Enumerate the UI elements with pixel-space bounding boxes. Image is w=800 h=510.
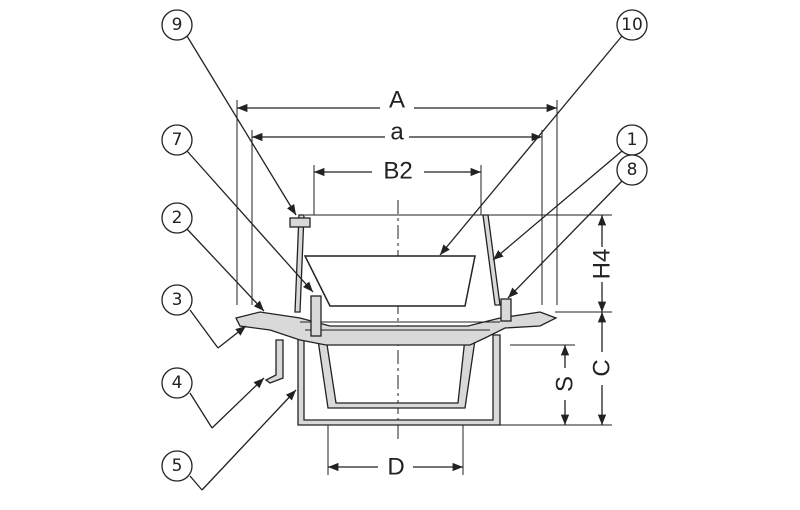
right-clamp-rod <box>482 214 501 306</box>
left-clamp-rod <box>294 214 305 313</box>
callout-9: 9 <box>161 9 193 41</box>
svg-text:3: 3 <box>172 290 183 310</box>
leader-lines <box>186 35 623 491</box>
dim-label-a: a <box>390 119 404 146</box>
dim-label-A: A <box>389 87 405 114</box>
callout-1: 1 <box>616 124 648 156</box>
dim-label-S: S <box>552 376 579 392</box>
svg-text:10: 10 <box>621 15 643 35</box>
dim-label-D: D <box>387 454 404 481</box>
callout-4: 4 <box>161 367 193 399</box>
svg-text:2: 2 <box>172 208 183 228</box>
svg-text:8: 8 <box>627 160 638 180</box>
bolt-8 <box>500 298 512 322</box>
callout-8: 8 <box>616 154 648 186</box>
dim-label-H4: H4 <box>589 249 616 280</box>
callout-5: 5 <box>161 450 193 482</box>
dim-label-C: C <box>589 359 616 376</box>
callout-7: 7 <box>161 124 193 156</box>
bolt-7 <box>310 295 322 337</box>
callout-10: 10 <box>616 9 648 41</box>
screw-9 <box>289 217 311 228</box>
svg-text:7: 7 <box>172 130 183 150</box>
callout-3: 3 <box>161 284 193 316</box>
drain-body <box>235 311 558 426</box>
pipe-4 <box>264 339 284 384</box>
callout-2: 2 <box>161 202 193 234</box>
svg-text:5: 5 <box>172 456 183 476</box>
svg-text:4: 4 <box>172 373 183 393</box>
funnel-strainer <box>303 255 476 307</box>
svg-text:9: 9 <box>172 15 183 35</box>
dim-label-B2: B2 <box>383 158 412 185</box>
svg-text:1: 1 <box>627 130 638 150</box>
